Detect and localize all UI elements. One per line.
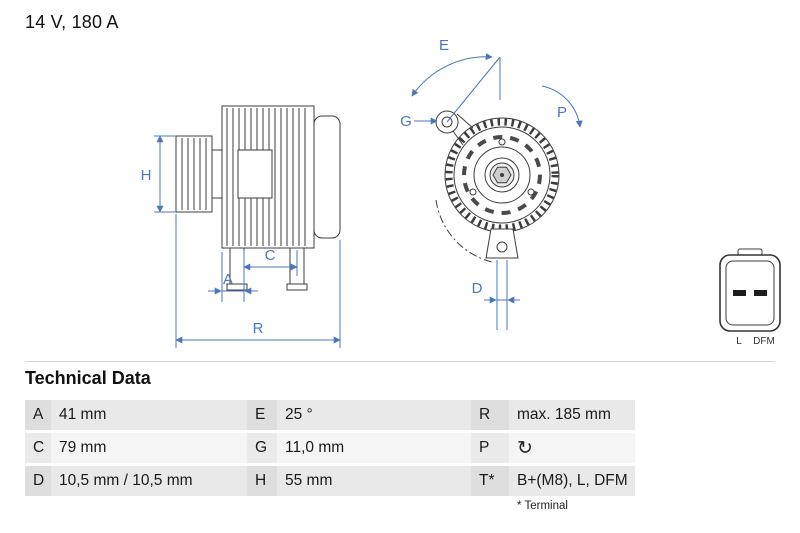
connector-inner (725, 260, 775, 326)
dim-G: G (400, 113, 438, 130)
table-key-p: P (471, 433, 509, 463)
table-value-g: 11,0 mm (277, 433, 471, 463)
table-key-c: C (25, 433, 51, 463)
table-value-t: B+(M8), L, DFM (509, 466, 635, 496)
screw (469, 188, 477, 196)
table-key-e: E (247, 400, 277, 430)
connector-diagram: L DFM (719, 248, 781, 347)
mounting-foot-left (226, 283, 248, 291)
terminal-footnote: * Terminal (517, 500, 568, 512)
connector-label-dfm: DFM (753, 336, 775, 347)
dim-label-d: D (472, 280, 483, 297)
dim-label-g: G (400, 113, 412, 130)
technical-drawing: H A C R (141, 37, 781, 348)
table-value-a: 41 mm (51, 400, 247, 430)
mounting-ear (435, 110, 474, 146)
side-view: H A C R (141, 105, 341, 348)
dim-label-a: A (223, 271, 233, 288)
connector-pin-dfm (754, 290, 767, 296)
dim-C: C (243, 247, 298, 276)
dim-label-h: H (141, 167, 152, 184)
front-view: E G P D (400, 37, 583, 330)
dim-A: A (208, 250, 258, 302)
table-key-g: G (247, 433, 277, 463)
dim-R: R (175, 214, 341, 348)
table-value-h: 55 mm (277, 466, 471, 496)
technical-data-table: A 41 mm E 25 ° R max. 185 mm C 79 mm G 1… (25, 400, 635, 496)
dim-label-r: R (253, 320, 264, 337)
rotation-cw-icon: ↻ (509, 433, 635, 463)
dim-E: E (411, 37, 501, 123)
connector-label-l: L (736, 336, 742, 347)
fan-fins-ring (445, 118, 559, 232)
dim-label-c: C (265, 247, 276, 264)
swing-arc (435, 199, 493, 263)
rear-cap (313, 115, 341, 239)
section-divider (25, 361, 775, 362)
technical-data-title: Technical Data (25, 368, 151, 388)
mounting-foot-right (286, 283, 308, 291)
table-key-a: A (25, 400, 51, 430)
pulley-grooves (181, 138, 207, 210)
stator-ring (453, 126, 551, 224)
shaft-center (500, 173, 504, 177)
dim-P: P (541, 85, 583, 128)
table-key-t: T* (471, 466, 509, 496)
table-value-d: 10,5 mm / 10,5 mm (51, 466, 247, 496)
table-key-h: H (247, 466, 277, 496)
table-value-r: max. 185 mm (509, 400, 635, 430)
shaft-collar (211, 149, 223, 199)
screw (498, 138, 506, 146)
dim-D: D (472, 260, 520, 330)
voltage-amperage-label: 14 V, 180 A (25, 12, 119, 32)
screw (527, 188, 535, 196)
vent-slots (462, 135, 542, 215)
table-key-d: D (25, 466, 51, 496)
dim-label-p: P (557, 104, 567, 121)
dim-label-e: E (439, 37, 449, 54)
mounting-lug-bottom (485, 228, 519, 259)
connector-pin-l (733, 290, 746, 296)
terminal-plate (237, 149, 273, 199)
dim-H: H (141, 135, 176, 213)
front-cover (473, 146, 531, 204)
table-value-c: 79 mm (51, 433, 247, 463)
table-value-e: 25 ° (277, 400, 471, 430)
table-key-r: R (471, 400, 509, 430)
connector-body (719, 254, 781, 332)
